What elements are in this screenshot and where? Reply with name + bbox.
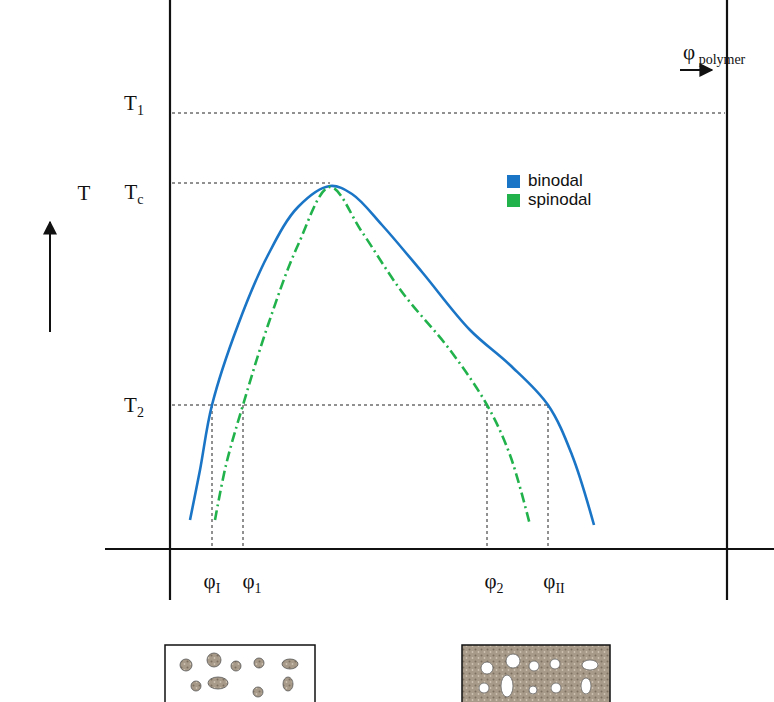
- temperature-label: T2: [124, 395, 144, 416]
- subscript: polymer: [695, 52, 745, 67]
- binodal-curve: [190, 186, 594, 525]
- symbol: φ: [204, 569, 216, 593]
- guide-line: [172, 183, 330, 184]
- guide-line: [487, 405, 488, 548]
- symbol: φ: [543, 569, 555, 593]
- composition-label: φI: [204, 571, 221, 592]
- composition-label: φ1: [242, 571, 261, 592]
- right-axis: [726, 0, 728, 600]
- composition-axis: [105, 548, 774, 550]
- temperature-label: T1: [124, 93, 144, 114]
- subscript: 1: [137, 103, 144, 118]
- axis-label: φ polymer: [683, 42, 745, 63]
- guide-line: [212, 405, 213, 548]
- symbol: φ: [242, 569, 254, 593]
- composition-label: φII: [543, 571, 564, 592]
- temperature-arrow: [49, 222, 51, 332]
- legend-text: spinodal: [528, 190, 591, 210]
- symbol: T: [124, 180, 137, 204]
- temperature-label: Tc: [124, 182, 143, 203]
- guide-line: [172, 113, 725, 114]
- legend-swatch: [507, 194, 520, 207]
- subscript: 1: [255, 581, 262, 596]
- legend-entry: spinodal: [507, 190, 591, 210]
- network-morphology: [462, 645, 610, 702]
- subscript: II: [555, 581, 564, 596]
- legend-swatch: [507, 175, 520, 188]
- spinodal-curve: [215, 187, 530, 525]
- legend-entry: binodal: [507, 171, 583, 191]
- guide-line: [243, 405, 244, 548]
- subscript: c: [137, 192, 143, 207]
- droplet-morphology: [165, 645, 315, 702]
- symbol: T: [124, 393, 137, 417]
- guide-line: [172, 405, 548, 406]
- symbol: T: [78, 181, 91, 205]
- symbol: φ: [683, 40, 695, 64]
- guide-line: [548, 405, 549, 548]
- legend-text: binodal: [528, 171, 583, 191]
- symbol: T: [124, 91, 137, 115]
- guide-lines: [172, 113, 725, 548]
- axes: [105, 0, 774, 600]
- symbol: φ: [484, 569, 496, 593]
- composition-arrow: [680, 69, 712, 71]
- subscript: 2: [497, 581, 504, 596]
- subscript: 2: [137, 405, 144, 420]
- left-axis: [169, 0, 171, 600]
- axis-label: T: [78, 183, 91, 204]
- subscript: I: [216, 581, 221, 596]
- morphology-box: [462, 645, 610, 702]
- morphology-box: [165, 645, 315, 702]
- composition-label: φ2: [484, 571, 503, 592]
